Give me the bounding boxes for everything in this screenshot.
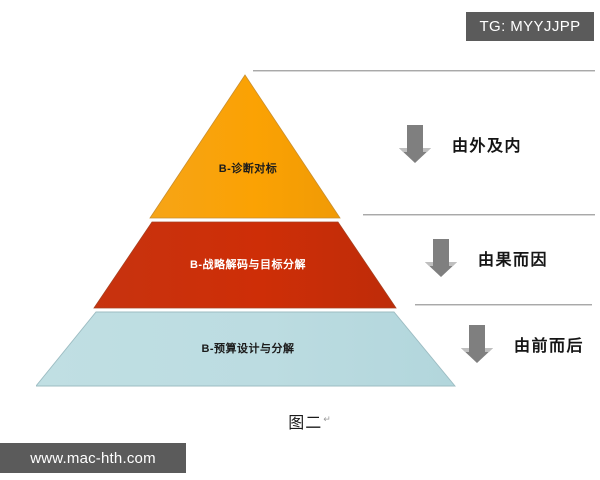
- annotation-row-3: 由前而后: [460, 324, 584, 364]
- divider-line-2: [363, 214, 595, 216]
- pyramid-tier-top-label: B-诊断对标: [218, 163, 278, 175]
- arrow-down-icon: [425, 239, 457, 277]
- divider-line-1: [253, 70, 595, 72]
- annotation-label-3: 由前而后: [514, 338, 585, 355]
- annotation-row-2: 由果而因: [424, 238, 548, 278]
- pyramid-tier-middle-label: B-战略解码与目标分解: [189, 259, 307, 271]
- paragraph-mark-icon: ↵: [323, 413, 332, 424]
- pyramid-shape: [36, 74, 456, 387]
- figure-caption-text: 图二: [288, 415, 323, 432]
- divider-line-3: [415, 304, 592, 306]
- pyramid-tier-middle: [93, 221, 397, 309]
- arrow-down-icon: [461, 325, 493, 363]
- annotation-row-1: 由外及内: [398, 124, 522, 164]
- pyramid-diagram: B-诊断对标 B-战略解码与目标分解 B-预算设计与分解: [36, 70, 460, 390]
- site-watermark: www.mac-hth.com: [0, 443, 186, 473]
- pyramid-tier-top: [149, 74, 341, 219]
- figure-caption: 图二↵: [240, 409, 380, 433]
- tag-badge: TG: MYYJJPP: [466, 12, 594, 41]
- annotation-label-2: 由果而因: [478, 252, 549, 269]
- pyramid-tier-bottom-label: B-预算设计与分解: [201, 343, 295, 355]
- arrow-down-icon: [399, 125, 431, 163]
- annotation-label-1: 由外及内: [452, 138, 523, 155]
- pyramid-tier-bottom: [36, 311, 456, 387]
